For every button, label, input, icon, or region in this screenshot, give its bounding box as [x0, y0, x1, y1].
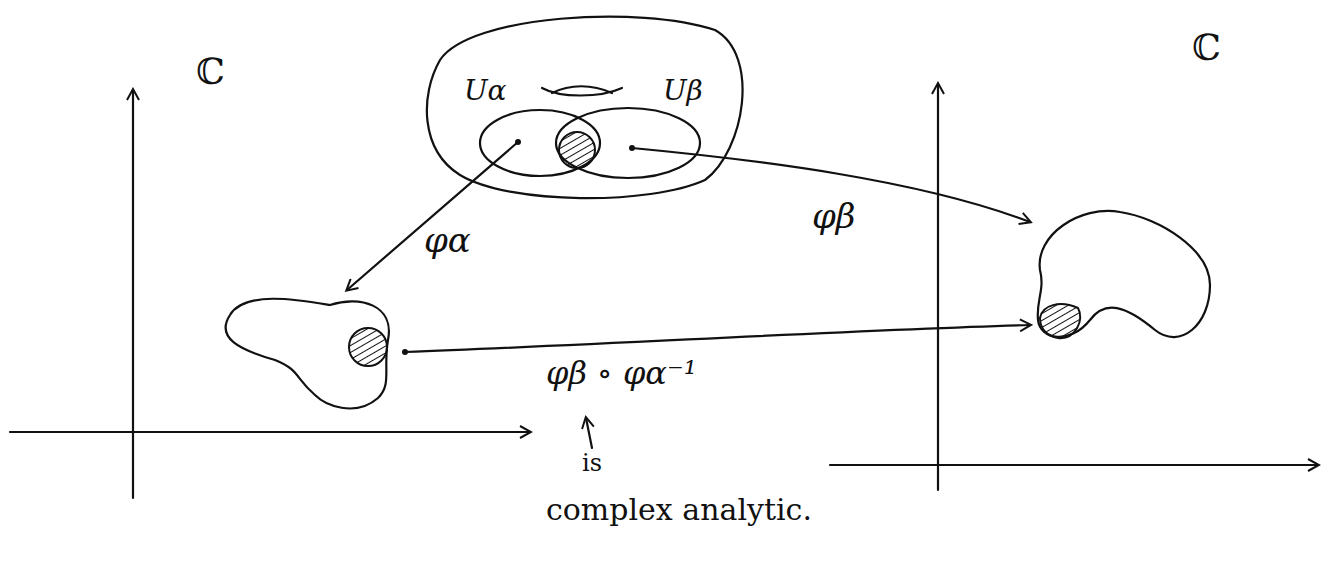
transition-map-label: φβ ∘ φα⁻¹: [546, 356, 697, 391]
chart-map-label: φβ: [812, 198, 855, 235]
chart-map-label: φα: [424, 222, 471, 259]
note-text: is: [582, 450, 602, 476]
chart-domain: Uα: [458, 72, 602, 178]
note-text: complex analytic.: [546, 493, 812, 526]
complex-plane-label: ℂ: [1192, 28, 1221, 68]
domain-label: Uα: [464, 76, 507, 107]
chart-domain: Uβ: [553, 72, 707, 182]
domain-label: Uβ: [663, 76, 703, 107]
complex-plane-label: ℂ: [196, 52, 225, 92]
